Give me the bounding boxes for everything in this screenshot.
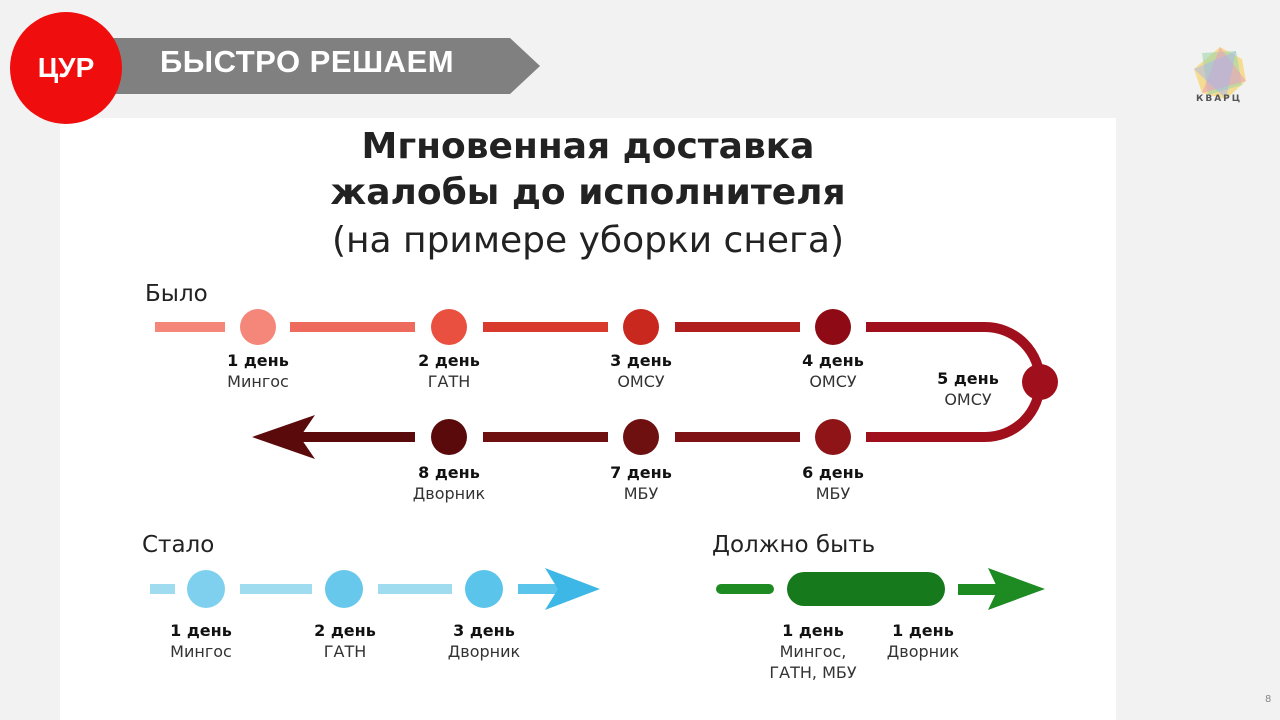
header-banner xyxy=(110,38,540,94)
title-line-3: (на примере уборки снега) xyxy=(331,220,845,261)
title-line-1: Мгновенная доставка xyxy=(361,126,815,167)
now-arrow-head-icon xyxy=(545,568,600,610)
now-dot-1 xyxy=(187,570,225,608)
target-arrow-head-icon xyxy=(988,568,1045,610)
before-dot-6 xyxy=(815,419,851,455)
target-timeline xyxy=(716,568,1045,610)
before-dot-1 xyxy=(240,309,276,345)
before-dot-5 xyxy=(1022,364,1058,400)
now-dot-2 xyxy=(325,570,363,608)
target-pill xyxy=(787,572,945,606)
before-dot-3 xyxy=(623,309,659,345)
now-label: Стало xyxy=(142,532,215,558)
before-dot-8 xyxy=(431,419,467,455)
before-dot-7 xyxy=(623,419,659,455)
cur-badge: ЦУР xyxy=(10,12,122,124)
page-number: 8 xyxy=(1265,694,1272,705)
before-arrow-head-icon xyxy=(252,415,315,459)
logo-text: КВАРЦ xyxy=(1196,94,1243,104)
before-timeline xyxy=(155,322,1045,442)
content-panel xyxy=(60,118,1116,720)
banner-title: БЫСТРО РЕШАЕМ xyxy=(160,44,455,79)
title-line-2: жалобы до исполнителя xyxy=(330,172,846,213)
target-label: Должно быть xyxy=(712,532,876,558)
before-dot-2 xyxy=(431,309,467,345)
now-dot-3 xyxy=(465,570,503,608)
kvarc-logo-icon xyxy=(1194,47,1246,99)
before-dot-4 xyxy=(815,309,851,345)
before-label: Было xyxy=(145,281,208,307)
